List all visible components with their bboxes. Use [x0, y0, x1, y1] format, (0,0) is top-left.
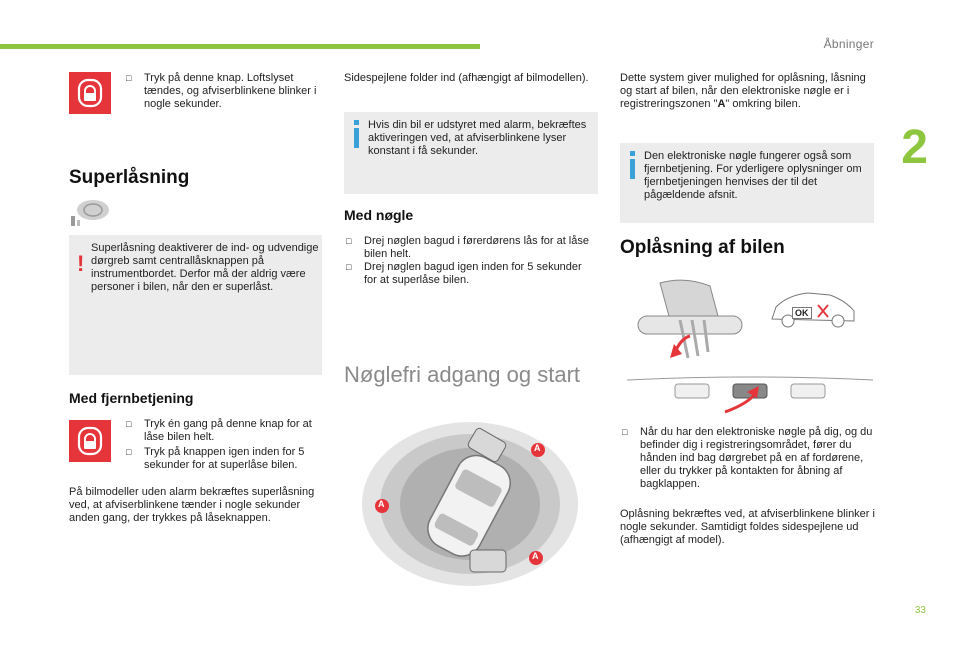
- bullet-mark-icon: □: [346, 262, 352, 272]
- superlock-heading: Superlåsning: [69, 167, 190, 188]
- key-info-box: Den elektroniske nøgle fungerer også som…: [620, 143, 874, 223]
- page-number: 33: [914, 605, 926, 616]
- bullet-mark-icon: □: [622, 427, 628, 437]
- bullet-mark-icon: □: [126, 447, 132, 457]
- key-bullet-1: □ Drej nøglen bagud i førerdørens lås fo…: [346, 235, 589, 260]
- keyless-intro-text: Dette system giver mulighed for oplåsnin…: [620, 72, 866, 110]
- lock-button-icon: [69, 420, 111, 462]
- unlock-heading: Oplåsning af bilen: [620, 237, 785, 258]
- keyless-heading: Nøglefri adgang og start: [344, 362, 581, 387]
- key-bullet-2: □ Drej nøglen bagud igen inden for 5 sek…: [346, 261, 582, 286]
- car-side-ok-illustration: OK: [768, 289, 858, 331]
- remote-heading: Med fjernbetjening: [69, 390, 194, 406]
- superlock-warning-text: Superlåsning deaktiverer de ind- og udve…: [91, 242, 319, 293]
- steering-wheel-icon: [69, 198, 111, 230]
- alarm-info-box: Hvis din bil er udstyret med alarm, bekr…: [344, 112, 598, 194]
- remote-note-text: På bilmodeller uden alarm bekræftes supe…: [69, 486, 315, 524]
- mirrors-text: Sidespejlene folder ind (afhængigt af bi…: [344, 72, 589, 84]
- unlock-note-text: Oplåsning bekræftes ved, at afviserblink…: [620, 508, 875, 546]
- info-icon: [630, 151, 635, 156]
- zone-label-a: A: [534, 443, 541, 453]
- tailgate-switch-illustration: [625, 372, 875, 414]
- bullet-mark-icon: □: [346, 236, 352, 246]
- section-title: Åbninger: [823, 37, 874, 51]
- key-info-text: Den elektroniske nøgle fungerer også som…: [644, 150, 862, 201]
- info-icon: [354, 120, 359, 125]
- keyless-zone-illustration: A A A: [360, 420, 582, 588]
- remote-intro-bullet: □ Tryk på denne knap. Loftslyset tændes,…: [126, 72, 317, 110]
- unlock-bullet: □ Når du har den elektroniske nøgle på d…: [622, 426, 873, 490]
- header-accent-bar: [0, 44, 480, 49]
- zone-label-a: A: [378, 499, 385, 509]
- door-handle-hand-illustration: [630, 278, 745, 368]
- ok-label: OK: [792, 307, 812, 319]
- bullet-mark-icon: □: [126, 419, 132, 429]
- zone-label-a: A: [532, 551, 539, 561]
- remote-bullet-2: □ Tryk på knappen igen inden for 5 sekun…: [126, 446, 305, 471]
- warning-icon: !: [77, 251, 85, 276]
- remote-bullet-1: □ Tryk én gang på denne knap for at låse…: [126, 418, 312, 443]
- key-heading: Med nøgle: [344, 207, 414, 223]
- chapter-number: 2: [901, 121, 928, 174]
- lock-button-icon: [69, 72, 111, 114]
- bullet-mark-icon: □: [126, 73, 132, 83]
- superlock-warning-box: ! Superlåsning deaktiverer de ind- og ud…: [69, 235, 322, 375]
- alarm-info-text: Hvis din bil er udstyret med alarm, bekr…: [368, 119, 587, 157]
